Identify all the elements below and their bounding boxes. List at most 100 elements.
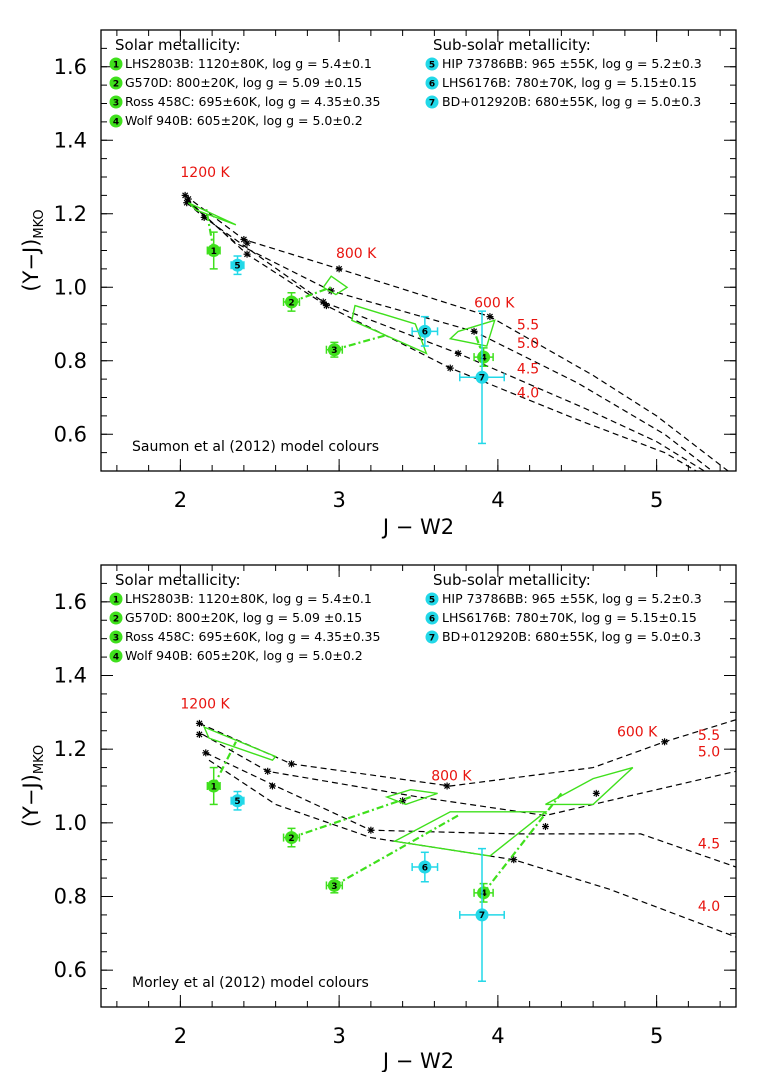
legend-subsolar-entry: LHS6176B: 780±70K, log g = 5.15±0.15	[442, 610, 697, 625]
model-point-stroke	[323, 302, 330, 309]
model-point	[268, 782, 276, 790]
legend-subsolar-entry: BD+012920B: 680±55K, log g = 5.0±0.3	[442, 629, 701, 644]
logg-track-label: 4.5	[517, 362, 539, 378]
object-marker-number: 6	[422, 863, 428, 873]
object-marker-number: 7	[479, 911, 485, 921]
object-2: 2	[282, 827, 301, 848]
y-tick-label: 0.8	[54, 885, 87, 909]
temperature-label: 800 K	[431, 768, 472, 784]
model-point	[592, 789, 600, 797]
y-tick-label: 1.6	[54, 55, 87, 79]
y-tick-label: 1.4	[54, 664, 87, 688]
object-5: 5	[230, 790, 245, 811]
legend-solar-entry: G570D: 800±20K, log g = 5.09 ±0.15	[125, 610, 362, 625]
object-marker-number: 4	[480, 353, 486, 363]
legend-subsolar-marker	[425, 592, 439, 606]
model-point-stroke	[661, 738, 668, 745]
object-marker	[231, 794, 245, 808]
object-model-link	[334, 333, 388, 351]
object-marker	[207, 779, 221, 793]
model-point-stroke	[444, 782, 451, 790]
model-point	[202, 749, 210, 757]
x-tick-label: 5	[650, 1024, 663, 1048]
legend-marker-number: 5	[429, 595, 435, 605]
y-tick-label: 0.8	[54, 349, 87, 373]
model-point-stroke	[447, 365, 454, 372]
y-tick-label: 0.6	[54, 958, 87, 982]
legend-subsolar-marker	[425, 76, 439, 90]
model-point-stroke	[510, 856, 517, 863]
legend-marker-number: 4	[113, 117, 119, 127]
object-marker-number: 1	[211, 247, 217, 257]
y-axis-title-sub: MKO	[32, 209, 47, 238]
object-marker-number: 4	[480, 889, 486, 899]
model-point	[322, 302, 330, 310]
model-point	[446, 364, 454, 372]
model-point	[486, 313, 494, 321]
model-point	[195, 730, 203, 738]
legend-subsolar-marker	[425, 57, 439, 71]
object-marker-number: 6	[422, 328, 428, 338]
legend-subsolar-title: Sub-solar metallicity:	[433, 571, 591, 589]
legend-subsolar-entry: BD+012920B: 680±55K, log g = 5.0±0.3	[442, 94, 701, 109]
x-tick-label: 2	[174, 1024, 187, 1048]
object-2: 2	[282, 292, 301, 312]
legend-solar-entry: Ross 458C: 695±60K, log g = 4.35±0.35	[125, 94, 380, 109]
y-tick-label: 1.0	[54, 275, 87, 299]
legend-subsolar-entry: HIP 73786BB: 965 ±55K, log g = 5.2±0.3	[442, 591, 702, 606]
object-marker	[475, 908, 489, 922]
object-marker	[285, 295, 298, 309]
model-point-stroke	[455, 350, 462, 357]
legend-subsolar-entry: HIP 73786BB: 965 ±55K, log g = 5.2±0.3	[442, 56, 702, 71]
model-track-logg-4.5	[186, 202, 705, 471]
legend-solar-marker	[109, 630, 123, 644]
model-point-stroke	[328, 287, 335, 294]
model-point	[200, 213, 208, 221]
model-fit-region	[384, 788, 438, 806]
legend-solar-marker	[109, 57, 123, 71]
y-axis-title-main: (Y−J)	[19, 774, 43, 827]
logg-track-label: 4.5	[698, 837, 720, 853]
model-point-stroke	[202, 749, 209, 756]
object-marker	[418, 324, 432, 338]
model-track-logg-5.0	[202, 733, 736, 817]
object-marker-number: 5	[234, 797, 240, 807]
temperature-label: 600 K	[474, 295, 515, 311]
model-point-stroke	[264, 768, 271, 775]
object-4: 4	[473, 347, 494, 368]
object-marker-number: 2	[288, 298, 294, 308]
legend-solar-title: Solar metallicity:	[115, 36, 241, 54]
object-5: 5	[230, 255, 245, 276]
legend-marker-number: 6	[429, 614, 435, 624]
legend-marker-number: 2	[113, 79, 119, 89]
legend: Solar metallicity:Sub-solar metallicity:…	[109, 36, 702, 128]
y-tick-label: 1.6	[54, 590, 87, 614]
legend-marker-number: 4	[113, 652, 119, 662]
y-tick-label: 1.4	[54, 128, 87, 152]
x-tick-label: 4	[491, 1024, 504, 1048]
object-model-link	[212, 741, 237, 787]
model-track-logg-5.5	[199, 719, 736, 787]
object-3: 3	[325, 877, 344, 894]
legend-subsolar-marker	[425, 611, 439, 625]
object-marker	[285, 831, 298, 845]
model-point	[264, 767, 272, 775]
legend-solar-title: Solar metallicity:	[115, 571, 241, 589]
object-3: 3	[325, 341, 344, 358]
model-point	[243, 239, 251, 247]
model-point-stroke	[593, 790, 600, 797]
legend-solar-entry: Wolf 940B: 605±20K, log g = 5.0±0.2	[125, 648, 363, 663]
x-tick-label: 3	[332, 488, 345, 512]
legend-subsolar-marker	[425, 630, 439, 644]
legend-solar-entry: Ross 458C: 695±60K, log g = 4.35±0.35	[125, 629, 380, 644]
object-marker-number: 3	[331, 346, 337, 356]
temperature-label: 600 K	[617, 724, 658, 740]
y-tick-label: 1.0	[54, 811, 87, 835]
x-tick-label: 3	[332, 1024, 345, 1048]
model-point	[542, 823, 549, 831]
legend-solar-marker	[109, 592, 123, 606]
